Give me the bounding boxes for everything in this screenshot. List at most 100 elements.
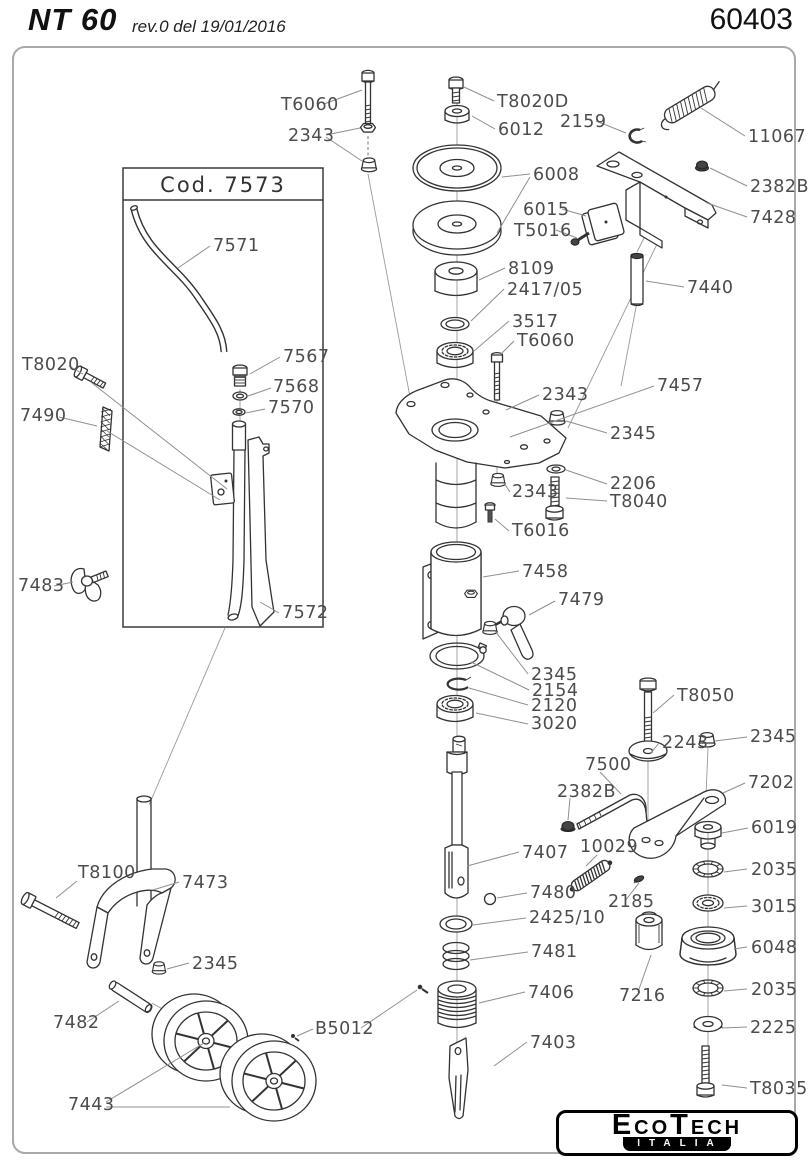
part-6048-pulley-drawing [679,926,737,966]
part-7202-arm-drawing [628,789,727,859]
callout-7443: 7443 [68,1095,115,1115]
inset-box-title: Cod. 7573 [160,173,286,197]
callout-2343-2: 2343 [542,385,589,405]
callout-11067: 11067 [748,127,806,147]
callout-7216: 7216 [619,986,666,1006]
callout-3015: 3015 [751,897,798,917]
callout-2185: 2185 [608,892,655,912]
part-T6060-top-drawing [361,69,375,133]
callout-7482: 7482 [53,1013,100,1033]
callout-T8020: T8020 [21,355,80,375]
part-3020-bearing-drawing [436,694,474,723]
callout-7403: 7403 [530,1033,577,1053]
callout-7568: 7568 [273,377,320,397]
part-6008-discs-drawing [412,144,502,256]
callout-8109: 8109 [508,259,555,279]
callout-6048: 6048 [751,938,798,958]
part-T8100-bolt-drawing [20,891,80,930]
callout-2343-1: 2343 [288,126,335,146]
part-6019-drawing [694,820,722,850]
part-7457-plate-drawing [395,378,567,529]
part-7482-pin-drawing [108,980,153,1014]
callout-2345-3: 2345 [750,727,797,747]
part-7480-ball-drawing [483,892,497,906]
part-7216-roller-drawing [635,911,663,951]
revision-text: rev.0 del 19/01/2016 [132,17,286,36]
part-11067-spring-drawing [660,81,720,131]
callout-7570: 7570 [268,398,315,418]
callout-B5012: B5012 [315,1019,374,1039]
callout-3020: 3020 [531,714,578,734]
callout-7567: 7567 [283,347,330,367]
drawing-frame [12,46,796,1154]
callout-2225: 2225 [750,1018,797,1038]
callout-2345-1: 2345 [610,424,657,444]
part-6015-pad-drawing [581,202,625,246]
part-7571-tube-drawing [129,205,228,353]
callout-T6060-1: T6060 [280,95,339,115]
inset-box [122,167,324,628]
callout-7480: 7480 [530,883,577,903]
part-10029-spring-drawing [569,859,613,892]
callout-7458: 7458 [522,562,569,582]
callout-2206: 2206 [610,474,657,494]
callout-2035-1: 2035 [751,860,798,880]
document-title: NT 60 [28,2,118,37]
callout-7571: 7571 [213,236,260,256]
part-7479-lever-drawing [482,605,534,660]
callout-2382B-2: 2382B [557,782,616,802]
part-3517-bearing-drawing [436,341,474,369]
callout-7490: 7490 [20,406,67,426]
part-2225-washer-drawing [693,1015,723,1033]
callout-T6016: T6016 [511,521,570,541]
part-7570-ring-drawing [232,408,246,416]
part-2382B-nut-drawing [695,160,709,172]
callout-T5016: T5016 [513,221,572,241]
part-2154-clamp-drawing [429,642,488,670]
part-2243-washer-drawing [628,740,668,762]
part-7458-sleeve-drawing [422,541,482,640]
callout-2243: 2243 [662,733,709,753]
leader-lines [53,86,749,1108]
callout-T6060-2: T6060 [516,331,575,351]
callout-2035-2: 2035 [751,980,798,1000]
part-8109-spacer-drawing [434,261,478,297]
callout-7428: 7428 [750,208,797,228]
part-6012-drawing [444,104,470,124]
callout-7202: 7202 [748,773,795,793]
callout-7457: 7457 [657,376,704,396]
part-7568-ring-drawing [232,391,248,401]
part-T8040-bolt-drawing [545,476,564,521]
callout-7440: 7440 [687,278,734,298]
part-T8050-bolt-drawing [639,677,657,747]
callout-7572: 7572 [282,603,329,623]
callout-7479: 7479 [558,590,605,610]
callout-2345-2: 2345 [531,665,578,685]
part-7428-bracket-drawing [596,151,717,249]
callout-10029: 10029 [580,837,638,857]
part-2343-top-nuts-drawing [359,122,378,173]
part-7481-spring-drawing [442,941,470,971]
part-2159-clip-drawing [628,127,647,144]
part-B5012-screw-drawing [417,984,429,994]
callout-T8020D: T8020D [496,92,569,112]
brand-name: EcoTech [611,1109,743,1141]
part-7567-fitting-drawing [232,364,248,387]
part-T8035-bolt-drawing [696,1045,715,1098]
callout-7500: 7500 [585,755,632,775]
part-3015-bearing-drawing [692,894,724,912]
callout-T8100: T8100 [77,863,136,883]
callout-7473: 7473 [182,873,229,893]
callout-7481: 7481 [531,942,578,962]
brand-logo: EcoTech ITALIA [556,1110,798,1156]
callout-2345-4: 2345 [192,954,239,974]
callouts: T6060 2343 T8020D 6012 2159 11067 6008 2… [18,92,809,1115]
callout-7406: 7406 [528,983,575,1003]
callout-T8035: T8035 [749,1079,808,1099]
part-7490-mesh-drawing [99,406,113,452]
part-7443-wheels-drawing [151,993,317,1122]
callout-3517: 3517 [512,312,559,332]
callout-6015: 6015 [523,200,570,220]
part-7406-hub-drawing [437,980,477,1029]
